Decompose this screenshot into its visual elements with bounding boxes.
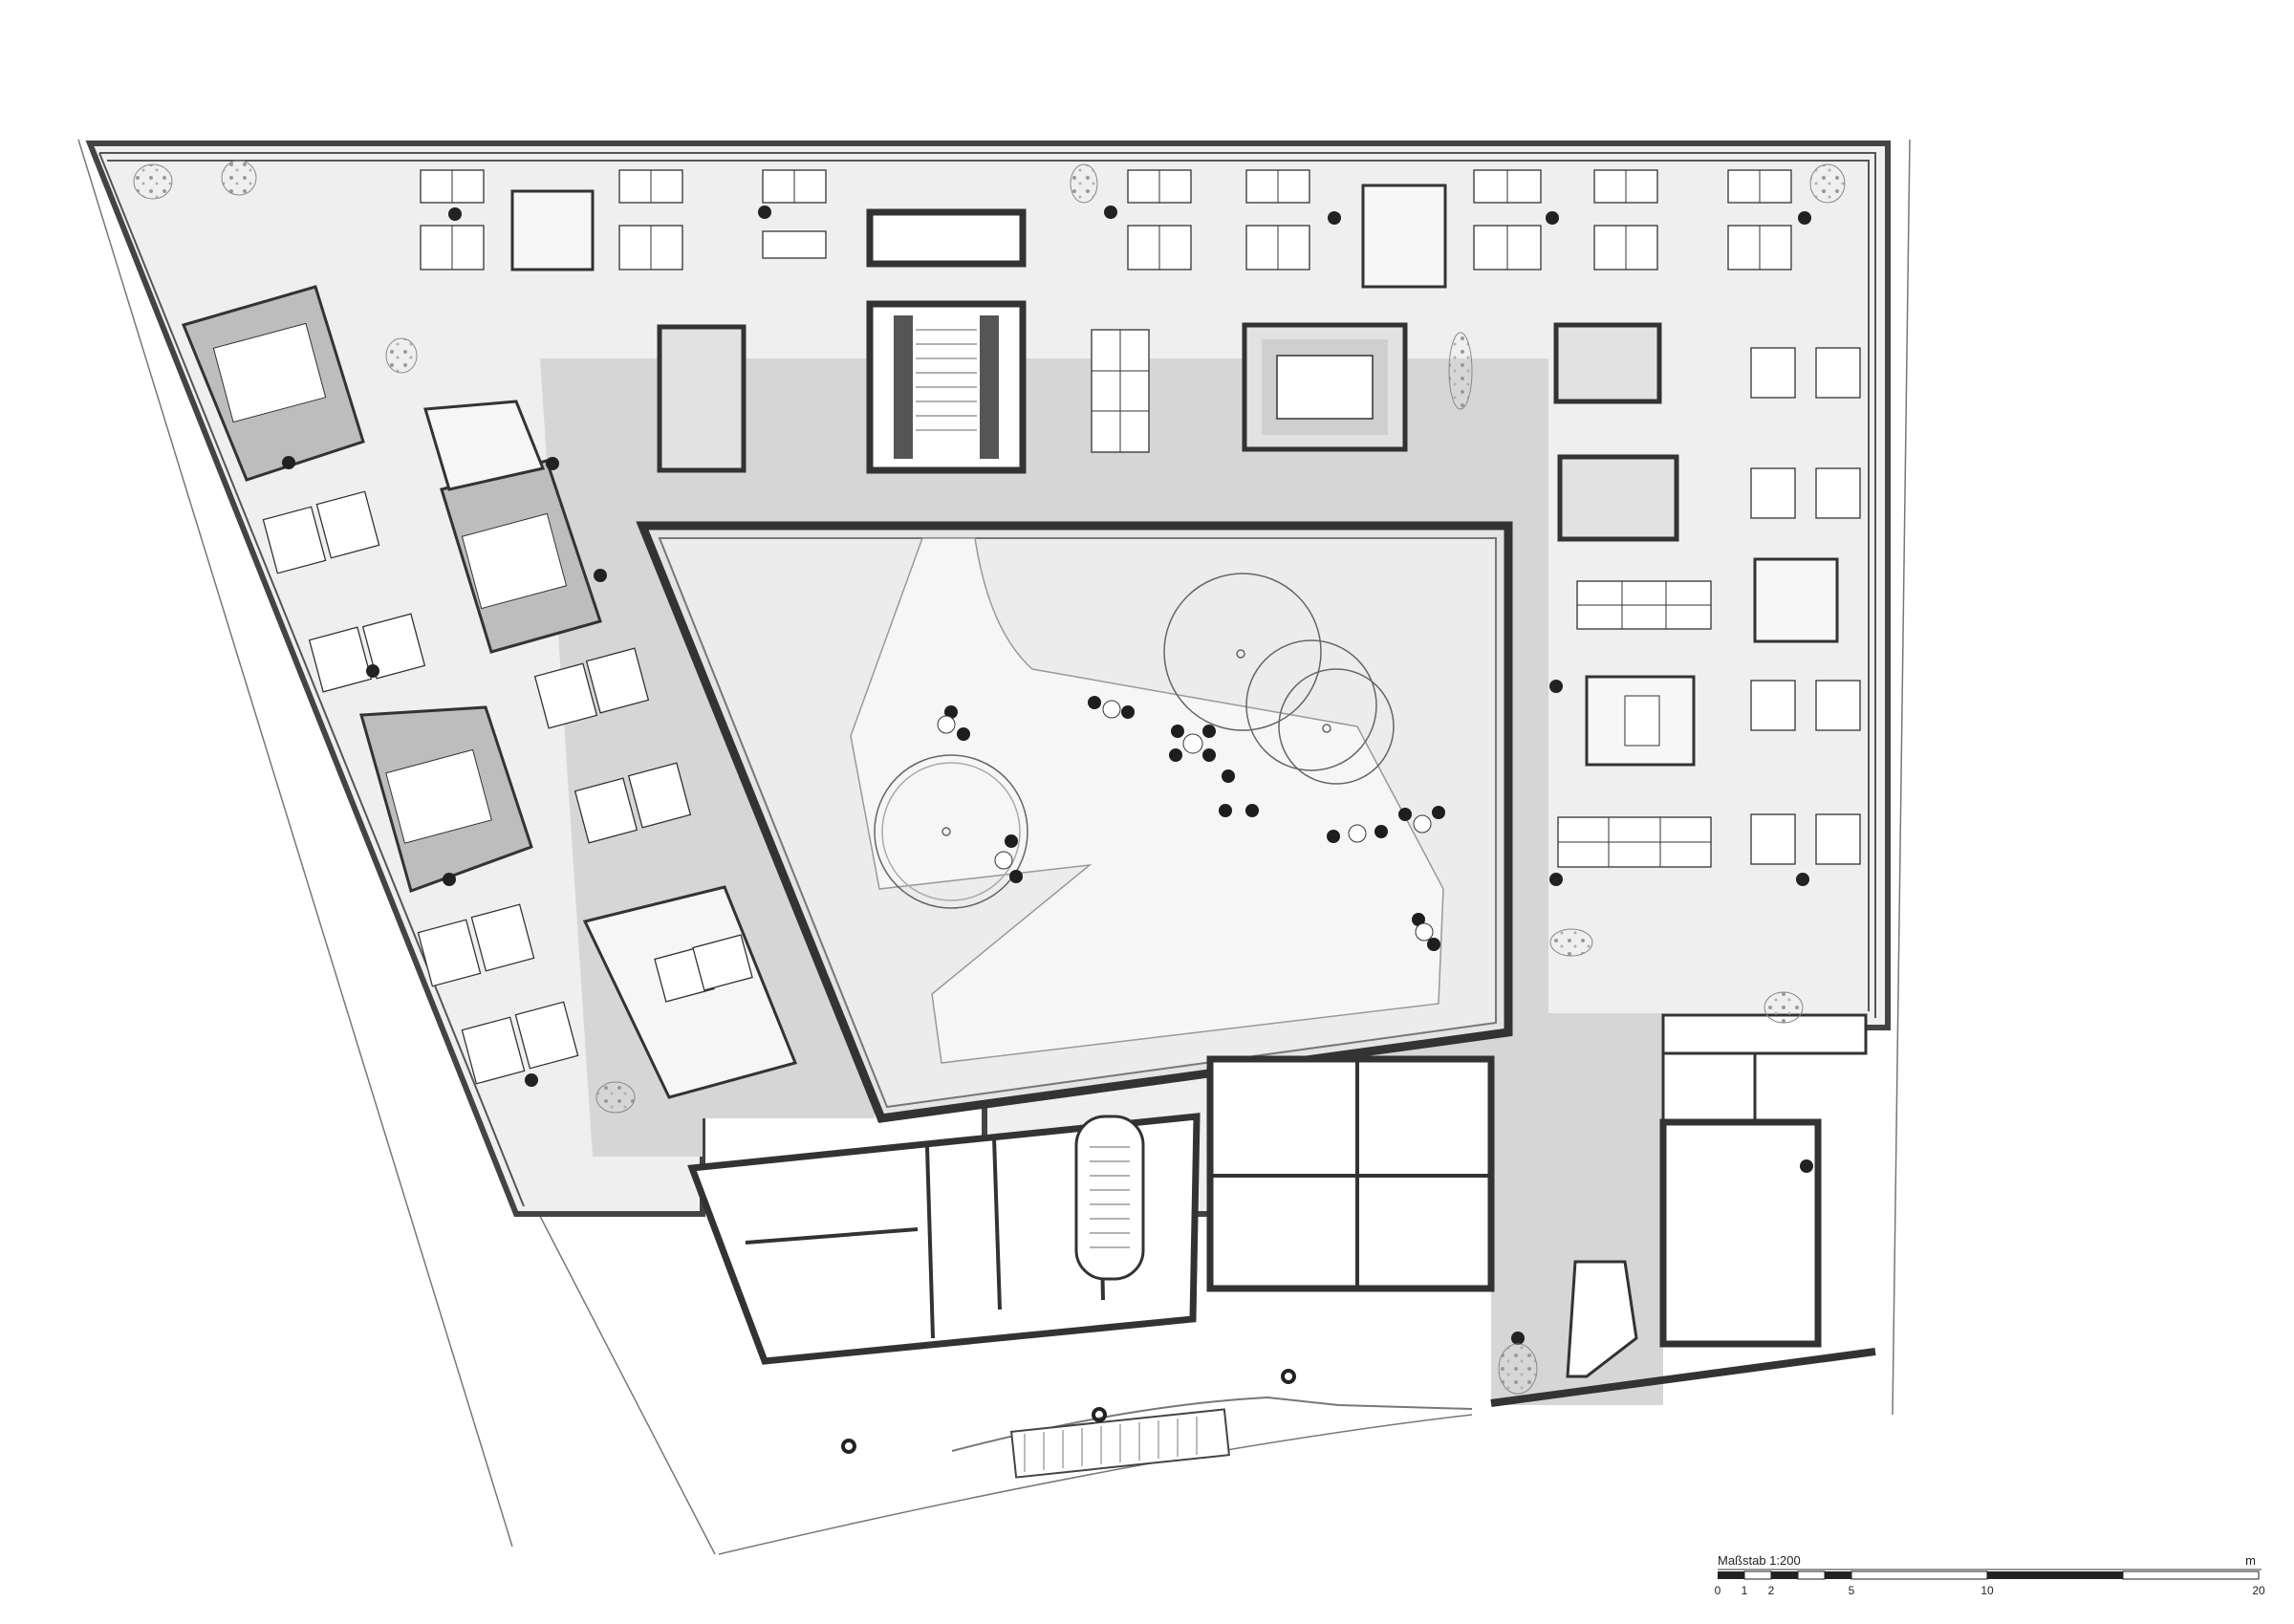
east-meeting-room [1585, 557, 1839, 767]
scale-tick-2: 2 [1768, 1584, 1775, 1597]
scale-tick-1: 1 [1742, 1584, 1748, 1597]
scale-title: Maßstab 1:200 [1718, 1553, 1801, 1568]
courtyard-trees [874, 573, 1395, 909]
outdoor-ramp [951, 1396, 1473, 1479]
site-boundary [77, 139, 1911, 1555]
structural-columns [282, 206, 1813, 1454]
west-meeting-rooms [181, 285, 798, 1099]
north-desk-dividers [451, 170, 1761, 270]
facade [98, 152, 1876, 1207]
east-desks [1091, 329, 1861, 868]
scale-unit: m [2245, 1553, 2256, 1568]
courtyard-path [850, 537, 1444, 1064]
south-service-block [687, 1055, 1495, 1365]
scale-tick-5: 5 [1849, 1584, 1855, 1597]
stair-core [866, 208, 1027, 474]
east-desk-dividers [1092, 330, 1711, 867]
scale-tick-20: 20 [2252, 1584, 2265, 1597]
west-desks [262, 490, 753, 1085]
courtyard-seating [937, 696, 1445, 951]
scale-bar: Maßstab 1:200 m 0 1 2 5 10 20 [1715, 1553, 2265, 1597]
scale-tick-10: 10 [1980, 1584, 1994, 1597]
plants [133, 160, 1846, 1395]
southeast-block [1490, 1013, 1876, 1407]
north-meeting-boxes [510, 184, 1447, 289]
scale-tick-0: 0 [1715, 1584, 1721, 1597]
big-meeting-table [1262, 339, 1388, 435]
